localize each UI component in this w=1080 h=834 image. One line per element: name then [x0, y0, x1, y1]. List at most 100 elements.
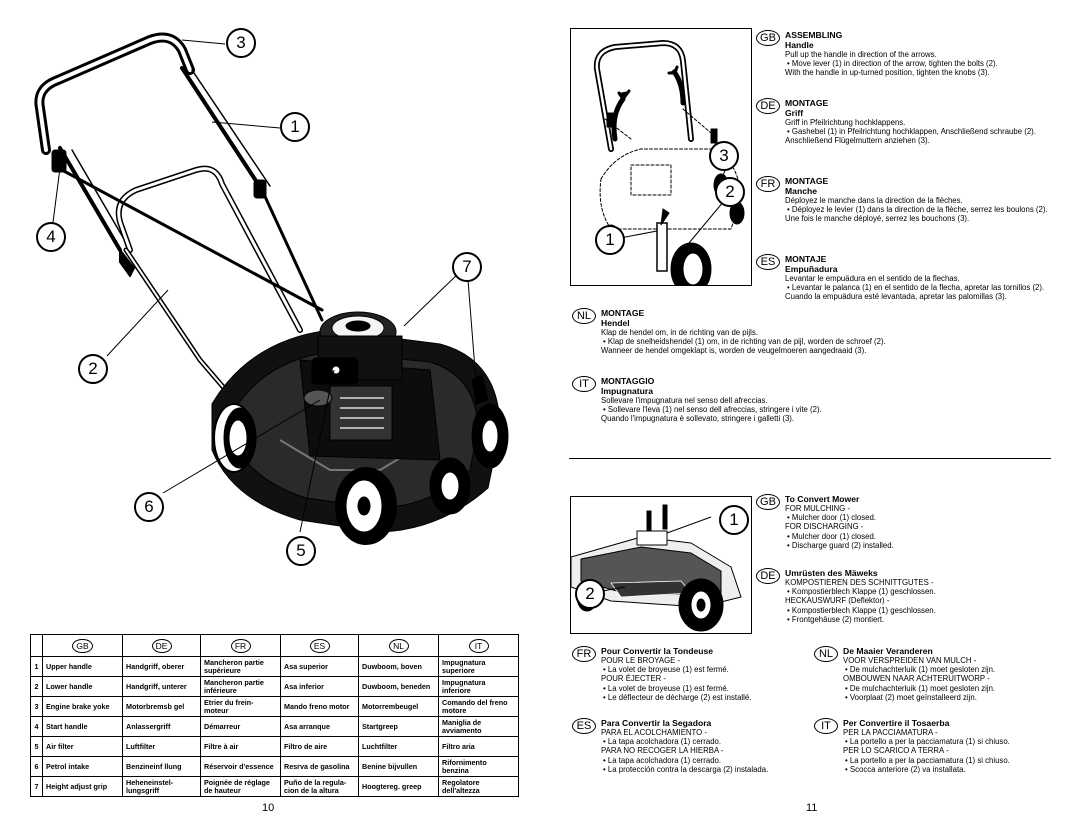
callout-1: 1	[280, 112, 310, 142]
callout-7: 7	[452, 252, 482, 282]
part-de: Benzineinf llung	[122, 756, 201, 777]
section-title: To Convert Mower	[785, 494, 860, 504]
lang-badge-fr: FR	[572, 646, 596, 662]
instruction-bullet: Scocca anteriore (2) va installata.	[843, 765, 1070, 774]
callout-2: 2	[78, 354, 108, 384]
instruction-bullet: Mulcher door (1) closed.	[785, 513, 1056, 522]
lang-badge-nl: NL	[572, 308, 596, 324]
page-number-right: 11	[806, 802, 818, 814]
mower-exploded-illustration	[34, 32, 509, 545]
lang-badge-es: ES	[756, 254, 780, 270]
convert-callout-2: 2	[575, 579, 605, 609]
instruction-bullet: Mulcher door (1) closed.	[785, 532, 1056, 541]
table-row: 1 Upper handle Handgriff, oberer Mancher…	[30, 656, 519, 677]
handle-assembly-illustration: 3 2 1	[570, 28, 752, 286]
part-fr: Mancheron partie supérieure	[200, 656, 281, 677]
convert-fr: FR Pour Convertir la Tondeuse POUR LE BR…	[572, 646, 818, 702]
section-title: MONTAGGIO	[601, 376, 655, 386]
instruction-line: With the handle in up-turned position, t…	[785, 68, 990, 78]
part-gb: Petrol intake	[42, 756, 123, 777]
table-row: 5 Air filter Luftfilter Filtre à air Fil…	[30, 736, 519, 757]
section-title: Pour Convertir la Tondeuse	[601, 646, 714, 656]
parts-table-header: GB DE FR ES NL IT	[30, 634, 519, 657]
lang-badge-fr: FR	[756, 176, 780, 192]
part-de: Luftfilter	[122, 736, 201, 757]
part-fr: Démarreur	[200, 716, 281, 737]
part-number: 3	[30, 696, 43, 717]
part-de: Handgriff, unterer	[122, 676, 201, 697]
left-page: 3 1 4 7 2 6 5 GB DE FR ES NL IT 1 Upper …	[30, 28, 519, 814]
part-it: Rifornimento benzina	[438, 756, 519, 777]
instruction-line: FOR MULCHING -	[785, 504, 850, 513]
part-es: Mando freno motor	[280, 696, 359, 717]
part-fr: Mancheron partie inférieure	[200, 676, 281, 697]
instruction-bullet: Déployez le levier (1) dans la direction…	[785, 205, 1068, 214]
part-nl: Hoogtereg. greep	[358, 776, 439, 797]
instruction-line: POUR ÉJECTER -	[601, 674, 666, 684]
lang-badge-nl: NL	[814, 646, 838, 662]
instruction-line: VOOR VERSPREIDEN VAN MULCH -	[843, 656, 977, 665]
part-fr: Filtre à air	[200, 736, 281, 757]
convert-it: IT Per Convertire il Tosaerba PER LA PAC…	[814, 718, 1070, 774]
lang-badge-it: IT	[572, 376, 596, 392]
callout-3: 3	[226, 28, 256, 58]
part-it: Impugnatura inferiore	[438, 676, 519, 697]
part-number: 7	[30, 776, 43, 797]
lang-badge-it: IT	[814, 718, 838, 734]
part-de: Motorbremsb gel	[122, 696, 201, 717]
instruction-bullet: Discharge guard (2) installed.	[785, 541, 1056, 550]
section-title: MONTAGE	[601, 308, 645, 318]
table-row: 6 Petrol intake Benzineinf llung Réservo…	[30, 756, 519, 777]
part-es: Asa arranque	[280, 716, 359, 737]
assembling-de: DE MONTAGE Griff Griff in Pfeilrichtung …	[756, 98, 1068, 146]
convert-mower-illustration: 1 2	[570, 496, 752, 634]
part-it: Filtro aria	[438, 736, 519, 757]
instruction-bullet: Gashebel (1) in Pfeilrichtung hochklappe…	[785, 127, 1068, 136]
section-subtitle: Impugnatura	[601, 386, 654, 396]
part-gb: Engine brake yoke	[42, 696, 123, 717]
section-title: Para Convertir la Segadora	[601, 718, 712, 728]
convert-gb: GB To Convert Mower FOR MULCHING - Mulch…	[756, 494, 1056, 550]
parts-table: GB DE FR ES NL IT 1 Upper handle Handgri…	[30, 634, 519, 797]
assembly-callout-3: 3	[709, 141, 739, 171]
right-page: 3 2 1 GB ASSEMBLING Handle Pull up the h…	[540, 0, 1080, 834]
instruction-line: PER LA PACCIAMATURA -	[843, 728, 938, 737]
part-gb: Height adjust grip	[42, 776, 123, 797]
instruction-line: Cuando la empuädura esté levantada, apre…	[785, 292, 1007, 302]
part-gb: Start handle	[42, 716, 123, 737]
part-nl: Duwboom, beneden	[358, 676, 439, 697]
assembly-callout-1: 1	[595, 225, 625, 255]
instruction-line: KOMPOSTIEREN DES SCHNITTGUTES -	[785, 578, 934, 587]
instruction-bullet: Move lever (1) in direction of the arrow…	[785, 59, 1068, 68]
instruction-line: Klap de hendel om, in de richting van de…	[601, 328, 758, 337]
part-number: 5	[30, 736, 43, 757]
part-fr: Poignée de réglage de hauteur	[200, 776, 281, 797]
instruction-bullet: La tapa acolchadora (1) cerrado.	[601, 756, 818, 765]
part-es: Resrva de gasolina	[280, 756, 359, 777]
part-nl: Startgreep	[358, 716, 439, 737]
section-divider	[569, 458, 1051, 459]
section-subtitle: Manche	[785, 186, 817, 196]
part-it: Comando del freno motore	[438, 696, 519, 717]
callout-6: 6	[134, 492, 164, 522]
table-row: 7 Height adjust grip Heheneinstel-lungsg…	[30, 776, 519, 797]
lang-badge-fr: FR	[230, 638, 251, 653]
table-row: 4 Start handle Anlassergriff Démarreur A…	[30, 716, 519, 737]
part-es: Puño de la regula-cion de la altura	[280, 776, 359, 797]
instruction-line: Levantar le empuädura en el sentido de l…	[785, 274, 960, 283]
part-de: Handgriff, oberer	[122, 656, 201, 677]
convert-de: DE Umrüsten des Mäweks KOMPOSTIEREN DES …	[756, 568, 1056, 624]
convert-nl: NL De Maaier Veranderen VOOR VERSPREIDEN…	[814, 646, 1070, 702]
assembly-callout-2: 2	[715, 177, 745, 207]
instruction-bullet: Kompostierblech Klappe (1) geschlossen.	[785, 606, 1056, 615]
instruction-line: Anschließend Flügelmuttern anziehen (3).	[785, 136, 930, 146]
section-title: ASSEMBLING	[785, 30, 843, 40]
callout-5: 5	[286, 536, 316, 566]
part-nl: Duwboom, boven	[358, 656, 439, 677]
instruction-bullet: De mulchachterluik (1) moet gesloten zij…	[843, 684, 1070, 693]
lang-badge-gb: GB	[756, 30, 780, 46]
table-row: 2 Lower handle Handgriff, unterer Manche…	[30, 676, 519, 697]
part-gb: Upper handle	[42, 656, 123, 677]
instruction-bullet: La protección contra la descarga (2) ins…	[601, 765, 818, 774]
instruction-bullet: La portello a per la pacciamatura (1) si…	[843, 756, 1070, 765]
